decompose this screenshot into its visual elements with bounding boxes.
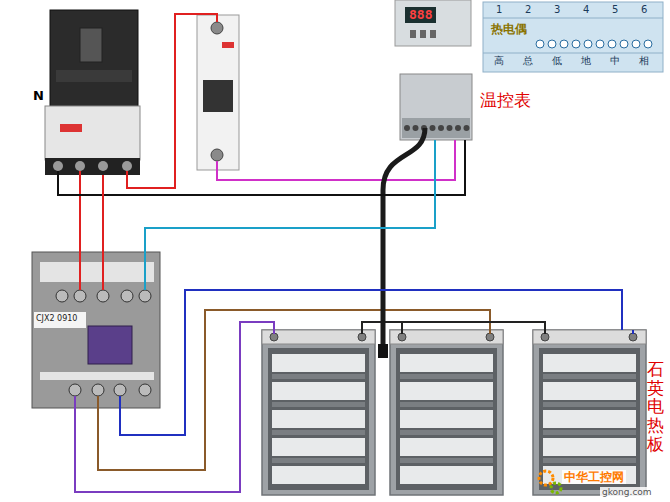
terminal-name: 相 (639, 55, 649, 67)
wires (58, 14, 633, 492)
watermark: gkong.com (600, 487, 654, 498)
terminal-panel (483, 2, 663, 72)
terminal-name: 总 (523, 55, 533, 67)
wire-connector (120, 290, 622, 435)
panel-heading: 热电偶 (491, 22, 527, 36)
watermark-logo (539, 471, 561, 493)
thermocouple-probe (378, 128, 425, 358)
terminal-name: 低 (552, 55, 562, 67)
temperature-controller (395, 0, 472, 140)
watermark: 中华工控网 (562, 470, 626, 484)
display-digits: 888 (405, 7, 436, 23)
leakage-breaker: N (45, 10, 140, 175)
miniature-breaker (197, 15, 239, 170)
heater-label: 石英电热板 (647, 360, 664, 453)
terminal-number: 4 (583, 4, 589, 16)
terminal-name: 地 (581, 55, 591, 67)
terminal-number: 1 (496, 4, 502, 16)
terminal-name: 中 (610, 55, 620, 67)
ac-contactor (32, 252, 160, 408)
terminal-panel: 热电偶 (483, 2, 663, 72)
terminal-number: 3 (554, 4, 560, 16)
terminal-number: 2 (525, 4, 531, 16)
temperature-controller: 888温控表 (395, 2, 473, 140)
quartz-heater (533, 330, 646, 495)
wire-connector (102, 175, 104, 250)
ac-contactor: CJX2 0910 (30, 250, 162, 410)
model-label: CJX2 0910 (36, 314, 77, 324)
wire-connector (145, 140, 435, 250)
quartz-heater (262, 330, 375, 495)
terminal-number: 6 (641, 4, 647, 16)
wire-connector (58, 140, 465, 195)
quartz-heater (390, 330, 503, 495)
device-label: 温控表 (480, 90, 531, 110)
leakage-breaker (45, 10, 140, 175)
terminal-name: 高 (494, 55, 504, 67)
terminal-number: 5 (612, 4, 618, 16)
neutral-label: N (33, 88, 44, 104)
